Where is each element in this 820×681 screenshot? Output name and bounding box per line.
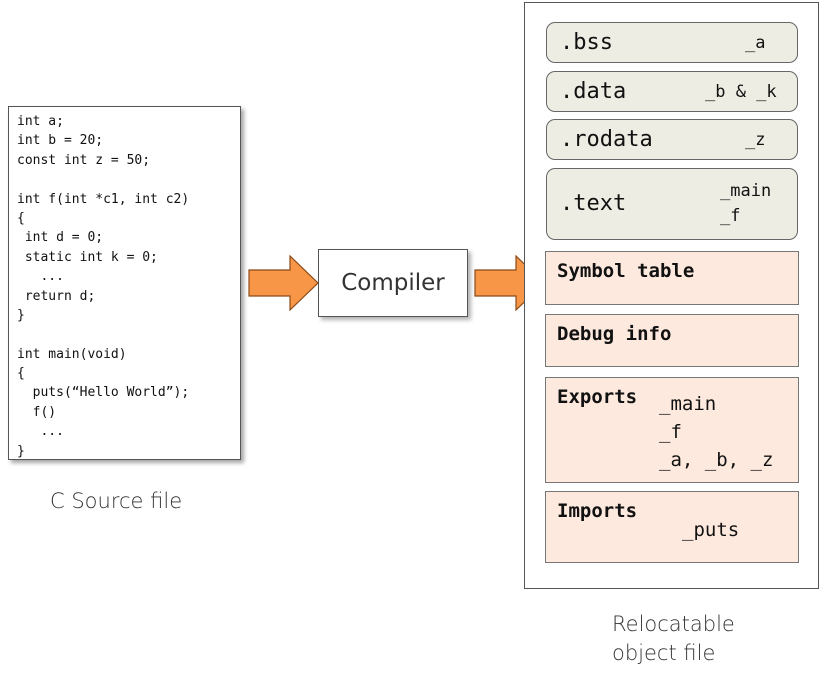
code-line: const int z = 50; [17,152,151,168]
code-line: int b = 20; [17,133,104,149]
code-line: } [17,443,25,459]
code-line: return d; [17,288,96,304]
object-file-caption-line2: object file [612,641,716,665]
section-symbol: _main [720,181,772,201]
section-data: .data _b & _k [546,71,798,112]
debug-info-label: Debug info [557,323,672,345]
object-file-container: .bss _a .data _b & _k .rodata _z .text _… [524,2,819,589]
import-entry: _puts [682,519,740,541]
imports-label: Imports [557,500,638,522]
section-symbol: _f [720,206,741,226]
code-line: { [17,366,25,382]
code-line [17,170,240,189]
code-line [17,325,240,344]
symbol-table-box: Symbol table [545,251,799,305]
arrow-right-icon [248,255,319,311]
compiler-box: Compiler [318,249,468,317]
section-symbol: _a [745,33,766,53]
exports-box: Exports _main _f _a, _b, _z [545,377,799,483]
export-entry: _main [659,393,717,415]
section-rodata: .rodata _z [546,119,798,160]
section-text: .text _main _f [546,168,798,240]
code-line: int a; [17,114,64,129]
section-name: .bss [560,30,613,55]
code-line: static int k = 0; [17,249,158,265]
object-file-caption: Relocatable object file [612,610,735,668]
section-name: .data [560,79,627,104]
c-source-code-box: int a; int b = 20; const int z = 50; int… [8,106,241,460]
code-line: } [17,307,25,323]
code-line: ... [17,424,64,440]
export-entry: _f [659,421,682,443]
source-file-caption: C Source file [50,489,183,513]
imports-box: Imports _puts [545,491,799,563]
code-line: { [17,210,25,226]
code-line: f() [17,404,57,420]
exports-label: Exports [557,386,638,408]
code-line: int f(int *c1, int c2) [17,191,190,207]
symbol-table-label: Symbol table [557,260,695,282]
section-symbol: _z [745,130,766,150]
section-symbol: _b & _k [705,82,777,102]
code-line: int d = 0; [17,230,104,246]
compiler-label: Compiler [341,270,445,296]
code-line: puts(“Hello World”); [17,385,190,401]
object-file-caption-line1: Relocatable [612,612,735,636]
code-line: ... [17,269,64,285]
section-name: .text [560,191,627,216]
code-line: int main(void) [17,346,127,362]
export-entry: _a, _b, _z [659,449,774,471]
debug-info-box: Debug info [545,314,799,367]
section-bss: .bss _a [546,22,798,63]
section-name: .rodata [560,127,653,152]
